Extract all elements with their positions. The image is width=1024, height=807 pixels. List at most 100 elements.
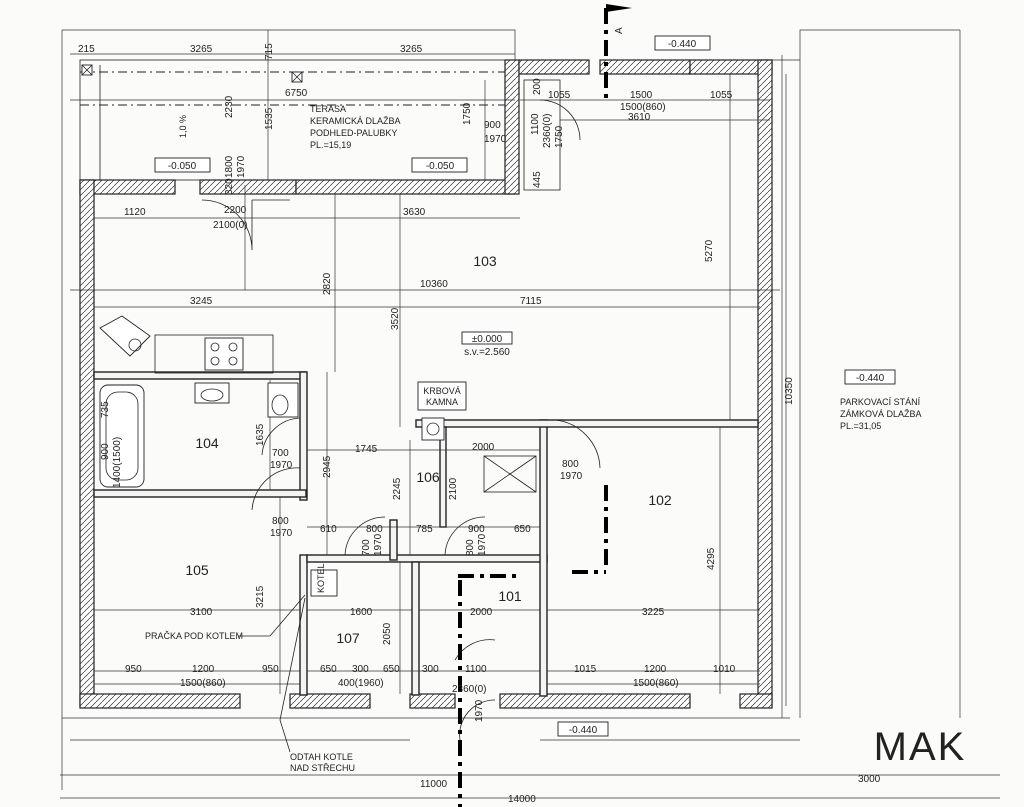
dim: 2000	[470, 607, 493, 618]
dim: 1535	[264, 107, 275, 130]
dim: 1800	[224, 155, 235, 178]
dim: 800	[562, 459, 579, 470]
dim: 2000	[472, 442, 495, 453]
dim: 3100	[190, 607, 213, 618]
room-103-label: 103	[473, 253, 497, 269]
dim: 300	[352, 664, 369, 675]
dim: 3225	[642, 607, 665, 618]
section-line-a	[458, 4, 632, 807]
room-107-label: 107	[336, 630, 360, 646]
wardrobe-symbol	[483, 455, 537, 493]
dim: 14000	[508, 794, 536, 805]
level-parking: -0.440	[856, 373, 885, 384]
boiler-label: KOTEL	[316, 563, 326, 593]
dim: 2200	[224, 205, 247, 216]
parking-paving: ZÁMKOVÁ DLAŽBA	[840, 409, 922, 419]
kitchen-sink	[99, 315, 151, 357]
zero-level: ±0.000	[472, 334, 503, 345]
terrace-title: TERASA	[310, 104, 346, 114]
dim: 1200	[192, 664, 215, 675]
watermark-logo: MAK	[874, 725, 967, 769]
dim: 1100	[530, 113, 541, 135]
vertical-dimension-texts: 715 2230 1535 1750 1800 1970 320 1100 23…	[100, 43, 795, 722]
dim: 1010	[713, 664, 736, 675]
outer-walls	[79, 59, 773, 709]
dim: 1200	[644, 664, 667, 675]
dim: 1970	[270, 528, 293, 539]
dim: 1055	[548, 90, 571, 101]
level-markers	[154, 35, 896, 737]
interior-walls	[93, 371, 759, 697]
room-102-label: 102	[648, 492, 672, 508]
flue-note-1: ODTAH KOTLE	[290, 752, 353, 762]
level-top-right: -0.440	[668, 39, 697, 50]
washer-note: PRAČKA POD KOTLEM	[145, 631, 243, 641]
dim: 900	[468, 524, 485, 535]
dim: 2945	[322, 455, 333, 478]
dim: 1970	[484, 134, 507, 145]
dim: 610	[320, 524, 337, 535]
dim: 3245	[190, 296, 213, 307]
cooktop	[204, 337, 244, 371]
dim: 200	[532, 78, 543, 95]
room-101-label: 101	[498, 588, 522, 604]
dim: 10360	[420, 279, 448, 290]
dim: 2050	[382, 622, 393, 645]
dim: 400(1960)	[338, 678, 384, 689]
dim: 10350	[784, 377, 795, 405]
dim: 700	[272, 448, 289, 459]
dim: 715	[264, 43, 275, 60]
dim: 700	[361, 539, 372, 556]
flue-note-2: NAD STŘECHU	[290, 763, 355, 773]
plot-outline	[60, 29, 1000, 799]
dim: 4295	[706, 547, 717, 570]
bathtub	[99, 384, 145, 488]
ceiling-height: s.v.=2.560	[464, 347, 510, 358]
slope-label: 1,0 %	[178, 115, 188, 138]
dim: 785	[416, 524, 433, 535]
dim: 1970	[477, 533, 488, 556]
dim: 800	[272, 516, 289, 527]
dim: 215	[78, 44, 95, 55]
dim: 2230	[224, 95, 235, 118]
dim: 1970	[373, 533, 384, 556]
dim: 2820	[322, 272, 333, 295]
dim: 2360(0)	[542, 114, 553, 148]
dim: 1970	[560, 471, 583, 482]
dim: 650	[514, 524, 531, 535]
dim: 300	[422, 664, 439, 675]
dim: 2100	[448, 477, 459, 500]
dim: 1015	[574, 664, 597, 675]
dimension-texts: 215 3265 3265 6750 900 1970 1055 1500 10…	[78, 44, 881, 805]
terrace-ceiling: PODHLED-PALUBKY	[310, 128, 397, 138]
dim: 900	[100, 443, 111, 460]
dim: 1970	[236, 155, 247, 178]
dim: 1745	[355, 444, 378, 455]
level-terrace-mid: -0.050	[426, 161, 455, 172]
room-105-label: 105	[185, 562, 209, 578]
dim: 1500(860)	[180, 678, 226, 689]
terrace-floor: KERAMICKÁ DLAŽBA	[310, 116, 401, 126]
dim: 1500(860)	[633, 678, 679, 689]
dim: 1120	[124, 207, 146, 218]
dim: 3520	[390, 307, 401, 330]
dim: 735	[100, 401, 111, 418]
room-104-label: 104	[195, 435, 219, 451]
dim: 900	[484, 120, 501, 131]
boiler-unit	[310, 569, 338, 597]
dim: 1970	[474, 699, 485, 722]
leader-lines	[238, 594, 306, 753]
dim: 2245	[392, 477, 403, 500]
dim: 650	[383, 664, 400, 675]
fireplace-label-2: KAMNA	[426, 397, 458, 407]
level-bottom: -0.440	[569, 725, 598, 736]
dim: 950	[125, 664, 142, 675]
terrace-area: PL.=15,19	[310, 140, 351, 150]
dim: 1400(1500)	[112, 437, 123, 488]
dim: 800	[366, 524, 383, 535]
dim: 1100	[465, 664, 487, 675]
dim: 950	[262, 664, 279, 675]
section-a-label: A	[614, 27, 625, 34]
washbasin	[194, 382, 230, 404]
